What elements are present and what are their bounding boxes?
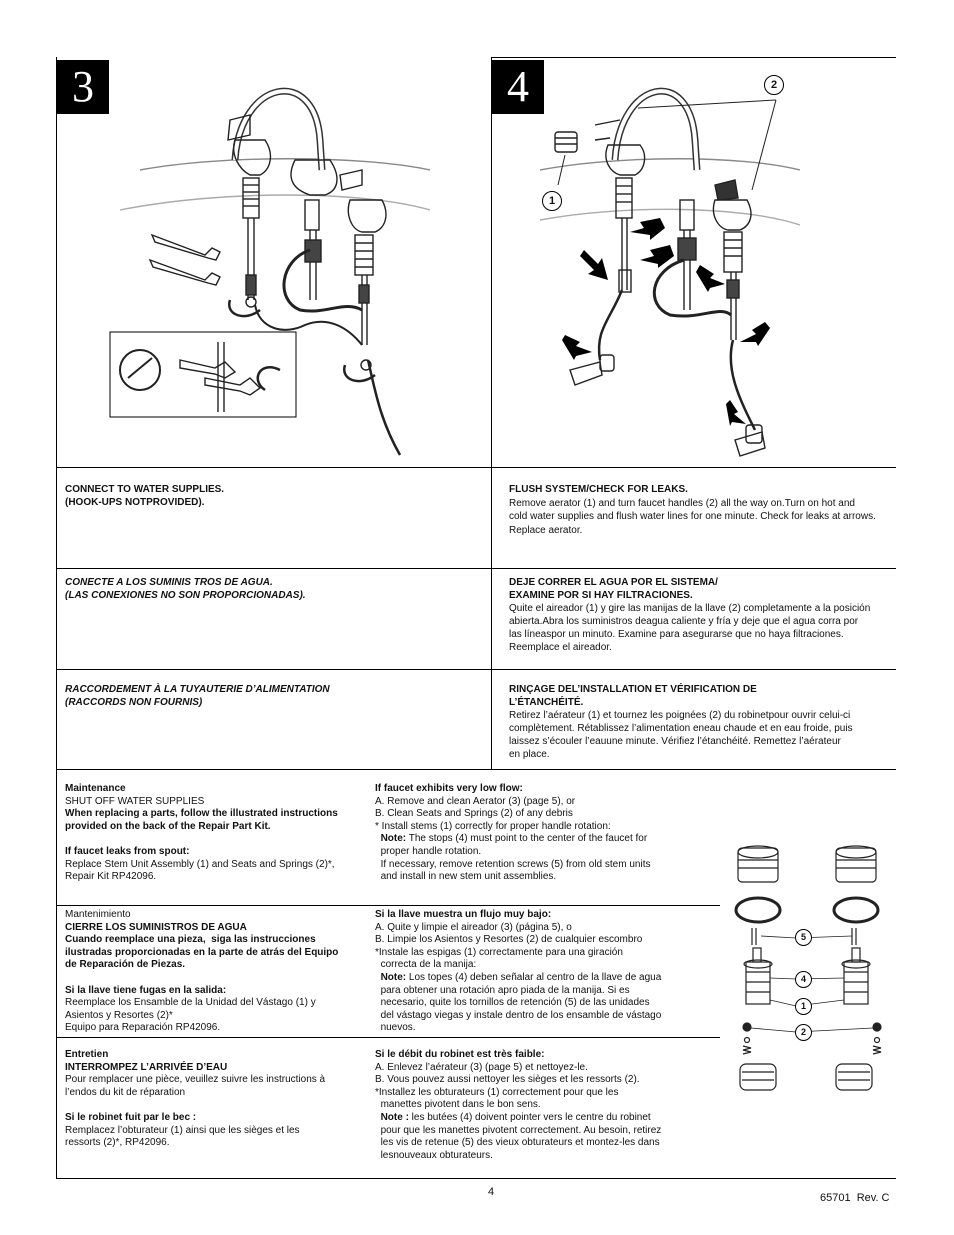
leak-body-fr: Remplacez l’obturateur (1) ainsi que les… <box>65 1124 300 1149</box>
document-reference: 65701 Rev. C <box>820 1192 890 1204</box>
note-label-fr: Note : <box>380 1111 409 1123</box>
step-4-faucet-illustration <box>540 87 800 457</box>
connect-title-es: CONECTE A LOS SUMINIS TROS DE AGUA. (LAS… <box>65 577 306 601</box>
repair-instructions-fr: Pour remplacer une pièce, veuillez suivr… <box>65 1074 326 1098</box>
flush-section-en: FLUSH SYSTEM/CHECK FOR LEAKS. Remove aer… <box>509 484 919 537</box>
leak-heading-es: Si la llave tiene fugas en la salida: <box>65 984 227 996</box>
low-flow-steps-en: A. Remove and clean Aerator (3) (page 5)… <box>375 795 611 832</box>
note-label-es: Note: <box>380 971 407 983</box>
note-body-en: The stops (4) must point to the center o… <box>380 833 651 883</box>
step-3-faucet-illustration <box>109 87 430 456</box>
parts-callout-2: 2 <box>795 1024 812 1041</box>
leak-body-en: Replace Stem Unit Assembly (1) and Seats… <box>65 858 335 883</box>
maintenance-heading-en: Maintenance <box>65 783 126 794</box>
shutoff-es: CIERRE LOS SUMINISTROS DE AGUA <box>65 921 247 933</box>
parts-callout-1: 1 <box>795 998 812 1015</box>
maintenance-es-right: Si la llave muestra un flujo muy bajo: A… <box>375 909 715 1035</box>
parts-callout-4: 4 <box>795 971 812 988</box>
step-3-number: 3 <box>57 60 109 114</box>
step-column-divider <box>491 57 492 769</box>
note-body-fr: les butées (4) doivent pointer vers le c… <box>380 1111 662 1161</box>
shutoff-en: SHUT OFF WATER SUPPLIES <box>65 795 205 807</box>
flush-body-en: Remove aerator (1) and turn faucet handl… <box>509 497 876 536</box>
section-divider-2 <box>56 568 896 569</box>
maintenance-heading-fr: Entretien <box>65 1049 109 1060</box>
note-label-en: Note: <box>380 833 407 845</box>
maintenance-en-left: Maintenance SHUT OFF WATER SUPPLIES When… <box>65 783 370 884</box>
stem-parts-diagram <box>734 845 882 1091</box>
maintenance-fr-right: Si le débit du robinet est très faible: … <box>375 1049 715 1162</box>
step-4-callout-1: 1 <box>542 191 562 211</box>
low-flow-steps-es: A. Quite y limpie el aireador (3) (págin… <box>375 921 643 971</box>
repair-instructions-es: Cuando reemplace una pieza, siga las ins… <box>65 934 339 971</box>
flush-title-es: DEJE CORRER EL AGUA POR EL SISTEMA/ EXAM… <box>509 577 718 601</box>
maint-divider-1 <box>56 905 720 906</box>
flush-section-es: DEJE CORRER EL AGUA POR EL SISTEMA/ EXAM… <box>509 577 919 654</box>
maintenance-fr-left: Entretien INTERROMPEZ L’ARRIVÉE D’EAU Po… <box>65 1049 370 1150</box>
flush-title-en: FLUSH SYSTEM/CHECK FOR LEAKS. <box>509 484 688 495</box>
connect-title-fr: RACCORDEMENT À LA TUYAUTERIE D’ALIMENTAT… <box>65 684 330 708</box>
flush-body-fr: Retirez l’aérateur (1) et tournez les po… <box>509 710 853 761</box>
flush-section-fr: RINÇAGE DEL’INSTALLATION ET VÉRIFICATION… <box>509 684 919 761</box>
step-top-divider <box>491 57 896 58</box>
page-left-border <box>56 57 57 1178</box>
note-body-es: Los topes (4) deben señalar al centro de… <box>380 971 662 1034</box>
maintenance-es-left: Mantenimiento CIERRE LOS SUMINISTROS DE … <box>65 909 370 1035</box>
shutoff-fr: INTERROMPEZ L’ARRIVÉE D’EAU <box>65 1061 228 1073</box>
section-divider-4 <box>56 769 896 770</box>
maintenance-heading-es: Mantenimiento <box>65 909 131 920</box>
section-divider-3 <box>56 669 896 670</box>
parts-callout-5: 5 <box>795 929 812 946</box>
low-flow-heading-en: If faucet exhibits very low flow: <box>375 783 523 794</box>
step-4-number: 4 <box>492 60 544 114</box>
leak-heading-fr: Si le robinet fuit par le bec : <box>65 1111 197 1123</box>
leak-heading-en: If faucet leaks from spout: <box>65 845 190 857</box>
flush-title-fr: RINÇAGE DEL’INSTALLATION ET VÉRIFICATION… <box>509 684 757 708</box>
low-flow-steps-fr: A. Enlevez l’aérateur (3) (page 5) et ne… <box>375 1061 640 1111</box>
repair-instructions-en: When replacing a parts, follow the illus… <box>65 808 338 832</box>
leak-body-es: Reemplace los Ensamble de la Unidad del … <box>65 997 316 1034</box>
page-bottom-border <box>56 1178 896 1179</box>
maintenance-en-right: If faucet exhibits very low flow: A. Rem… <box>375 783 715 884</box>
low-flow-heading-es: Si la llave muestra un flujo muy bajo: <box>375 909 552 920</box>
step-4-callout-2: 2 <box>764 75 784 95</box>
page-number: 4 <box>488 1186 495 1198</box>
maint-divider-2 <box>56 1037 720 1038</box>
low-flow-heading-fr: Si le débit du robinet est très faible: <box>375 1049 545 1060</box>
connect-title-en: CONNECT TO WATER SUPPLIES. (HOOK-UPS NOT… <box>65 484 225 508</box>
flush-body-es: Quite el aireador (1) y gire las manijas… <box>509 603 871 654</box>
section-divider-1 <box>56 467 896 468</box>
